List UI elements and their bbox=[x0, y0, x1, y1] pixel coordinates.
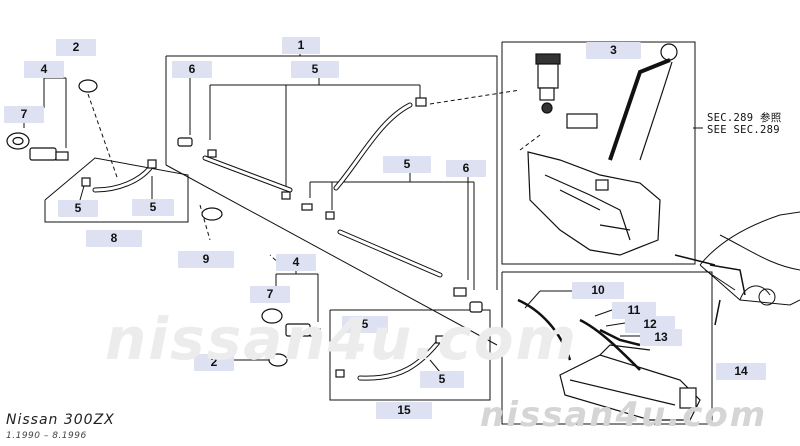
callout-5[interactable]: 5 bbox=[342, 316, 388, 333]
callout-8[interactable]: 8 bbox=[86, 230, 142, 247]
part-shapes bbox=[6, 79, 483, 378]
callout-5[interactable]: 5 bbox=[58, 200, 98, 217]
section-ref-jp: SEC.289 参照 bbox=[707, 112, 782, 124]
callout-9[interactable]: 9 bbox=[178, 251, 234, 268]
callout-3[interactable]: 3 bbox=[586, 42, 641, 59]
callout-7[interactable]: 7 bbox=[250, 286, 290, 303]
hose-shapes bbox=[92, 102, 443, 381]
callout-4[interactable]: 4 bbox=[24, 61, 64, 78]
callout-1[interactable]: 1 bbox=[282, 37, 320, 54]
callout-13[interactable]: 13 bbox=[640, 329, 682, 346]
callout-6[interactable]: 6 bbox=[172, 61, 212, 78]
callout-11[interactable]: 11 bbox=[612, 302, 656, 319]
section-ref-en[interactable]: SEE SEC.289 bbox=[707, 124, 780, 136]
callout-12[interactable]: 12 bbox=[625, 316, 675, 333]
model-name: Nissan 300ZX bbox=[6, 412, 115, 428]
callout-6[interactable]: 6 bbox=[446, 160, 486, 177]
pump-box-shape bbox=[517, 298, 701, 421]
callout-2[interactable]: 2 bbox=[56, 39, 96, 56]
connection-lines bbox=[87, 89, 541, 367]
callout-5[interactable]: 5 bbox=[383, 156, 431, 173]
callout-5[interactable]: 5 bbox=[420, 371, 464, 388]
callout-4[interactable]: 4 bbox=[276, 254, 316, 271]
callout-14[interactable]: 14 bbox=[716, 363, 766, 380]
callout-15[interactable]: 15 bbox=[376, 402, 432, 419]
callout-7[interactable]: 7 bbox=[4, 106, 44, 123]
callout-2[interactable]: 2 bbox=[194, 354, 234, 371]
washer-pump-shape bbox=[535, 43, 678, 161]
watermark-footer: nissan4u.com bbox=[480, 395, 768, 435]
washer-tank-shape bbox=[527, 151, 661, 256]
callout-5[interactable]: 5 bbox=[291, 61, 339, 78]
callout-10[interactable]: 10 bbox=[572, 282, 624, 299]
model-years: 1.1990 – 8.1996 bbox=[6, 431, 87, 441]
car-silhouette bbox=[674, 211, 800, 326]
callout-5[interactable]: 5 bbox=[132, 199, 174, 216]
